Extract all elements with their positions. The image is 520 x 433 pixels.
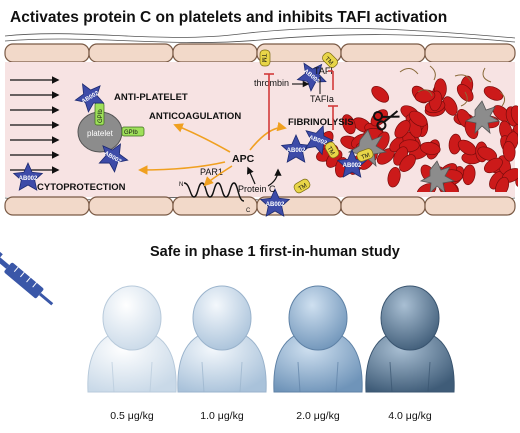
red-blood-cell xyxy=(510,105,518,126)
platelet-label: platelet xyxy=(87,129,114,138)
ab002-star: AB002 xyxy=(259,188,291,217)
red-blood-cell xyxy=(394,120,411,139)
red-blood-cell xyxy=(483,157,503,174)
activated-platelet xyxy=(419,160,456,192)
thrombomodulin-tag: TM xyxy=(259,49,271,67)
anticoagulation-label: ANTICOAGULATION xyxy=(149,111,241,122)
dose-label: 2.0 μg/kg xyxy=(296,410,340,422)
par1-label: PAR1 xyxy=(200,167,223,177)
red-blood-cell xyxy=(495,176,510,192)
thrombomodulin-tag: TM xyxy=(322,52,338,68)
gpib-top-label: GPIb xyxy=(98,109,104,123)
ab002-star: AB002 xyxy=(280,134,312,163)
apc-label: APC xyxy=(232,153,255,165)
person-icon xyxy=(365,285,455,393)
vessel-bottom-wall xyxy=(4,196,516,216)
red-blood-cell xyxy=(512,123,518,136)
thrombomodulin-tag: TM xyxy=(324,141,340,159)
svg-text:C: C xyxy=(246,208,251,214)
ab002-star: AB002 xyxy=(12,162,44,191)
anti-platelet-label: ANTI-PLATELET xyxy=(114,92,188,103)
ab002-label: AB002 xyxy=(19,176,38,182)
red-blood-cell xyxy=(341,114,356,135)
person-icon xyxy=(273,285,363,393)
scissors-icon xyxy=(373,110,400,131)
syringe-icon xyxy=(0,251,54,306)
ab002-star: AB002 xyxy=(98,143,129,173)
gpib-right-label: GPIb xyxy=(124,130,138,136)
activated-platelet xyxy=(464,100,501,135)
svg-text:N: N xyxy=(179,182,183,188)
thrombomodulin-tag: TM xyxy=(293,178,311,194)
ab002-star: AB002 xyxy=(304,124,334,156)
red-blood-cell xyxy=(483,86,504,101)
dose-label: 4.0 μg/kg xyxy=(388,410,432,422)
fibrinolysis-label: FIBRINOLYSIS xyxy=(288,117,354,128)
page-title: Activates protein C on platelets and inh… xyxy=(10,9,447,26)
tm-label: TM xyxy=(323,56,333,66)
ab002-label: AB002 xyxy=(266,202,285,208)
tafi-label: TAFI xyxy=(314,66,333,76)
ab002-label: AB002 xyxy=(287,148,306,154)
red-blood-cell xyxy=(409,110,428,127)
red-blood-cell xyxy=(420,141,441,155)
tm-label: TM xyxy=(361,153,371,162)
dose-label: 0.5 μg/kg xyxy=(110,410,154,422)
vessel-top-wall xyxy=(4,43,516,63)
subtitle: Safe in phase 1 first-in-human study xyxy=(150,244,400,260)
red-blood-cell xyxy=(399,154,416,172)
ab002-star: AB002 xyxy=(74,83,105,113)
protein-c-activation-arrow xyxy=(267,168,282,187)
person-icon xyxy=(177,285,267,393)
red-blood-cell xyxy=(371,85,390,103)
red-blood-cell xyxy=(502,140,516,162)
thrombomodulin-tag: TM xyxy=(356,148,374,162)
protein-c-to-apc-arrow xyxy=(247,166,256,185)
tm-label: TM xyxy=(298,183,309,193)
tm-label: TM xyxy=(260,54,266,63)
cytoprotection-label: CYTOPROTECTION xyxy=(37,182,126,193)
red-blood-cell xyxy=(387,166,401,188)
ab002-label: AB002 xyxy=(343,163,362,169)
tm-label: TM xyxy=(326,146,336,157)
tafia-label: TAFIa xyxy=(310,94,334,104)
dose-label: 1.0 μg/kg xyxy=(200,410,244,422)
person-icon xyxy=(87,285,177,393)
protein-c-label: Protein C xyxy=(238,184,276,194)
thrombin-label: thrombin xyxy=(254,78,289,88)
inhibition-lines xyxy=(264,70,338,140)
par1-receptor: N C xyxy=(179,182,251,214)
blood-flow-arrows xyxy=(10,76,60,174)
gpib-receptor-right xyxy=(121,126,145,137)
